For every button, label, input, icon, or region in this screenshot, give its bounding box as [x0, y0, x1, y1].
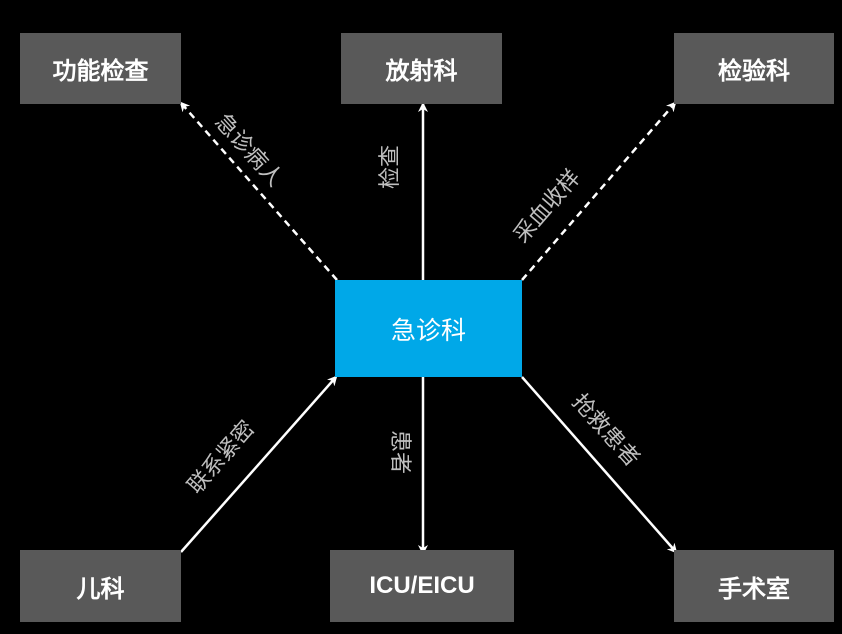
edge-from-pediatrics: [180, 375, 338, 553]
node-emergency-label: 急诊科: [390, 315, 466, 345]
node-emergency: 急诊科: [335, 280, 522, 377]
edge-label-radiology: 检查: [378, 145, 403, 190]
node-laboratory-label: 检验科: [718, 57, 790, 85]
edge-to-functional-exam: [179, 101, 338, 281]
node-radiology: 放射科: [341, 33, 502, 104]
node-operating-room-label: 手术室: [718, 574, 790, 603]
node-pediatrics: 儿科: [20, 550, 181, 622]
node-functional-exam-label: 功能检查: [52, 57, 149, 85]
edge-to-laboratory: [521, 101, 677, 281]
node-icu-label: ICU/EICU: [369, 572, 475, 599]
node-pediatrics-label: 儿科: [76, 574, 125, 603]
node-icu: ICU/EICU: [330, 550, 514, 622]
node-operating-room: 手术室: [674, 550, 834, 622]
node-radiology-label: 放射科: [385, 57, 458, 85]
edge-to-operating-room: [521, 376, 678, 554]
node-functional-exam: 功能检查: [20, 33, 181, 104]
node-laboratory: 检验科: [674, 33, 834, 104]
edge-label-icu: 患者: [387, 429, 412, 474]
